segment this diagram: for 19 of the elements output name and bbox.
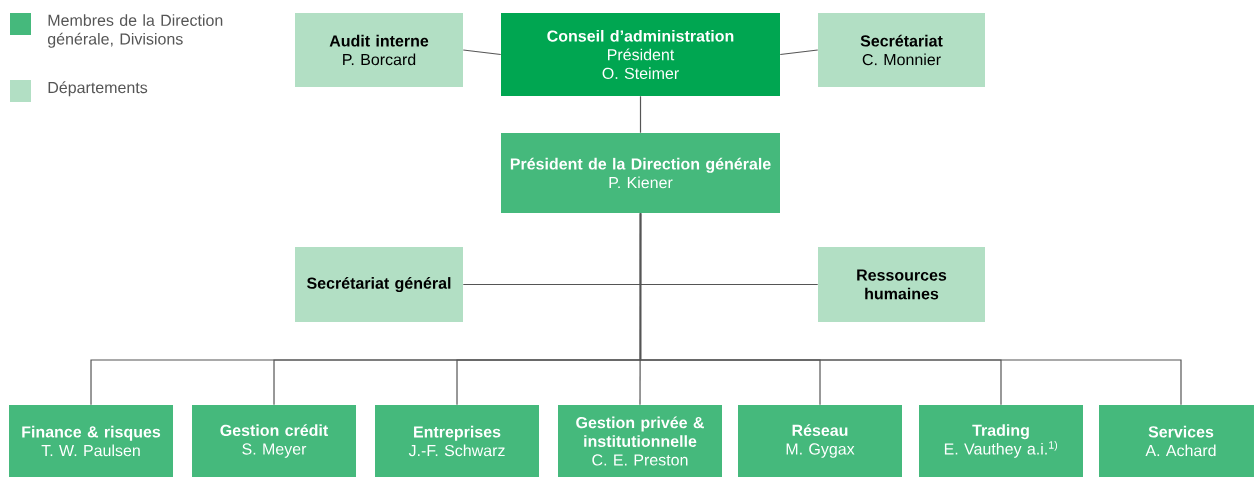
division-box: Président de la Direction générale P. Kiener [501,133,780,213]
board-box: Conseil d’administration Président O. Steimer [501,13,780,96]
connector-line [639,95,642,134]
connector-line [639,212,1182,406]
division-box: Services A. Achard [1099,405,1254,477]
connector-line [462,49,502,56]
department-box: Secrétariat général [295,247,463,322]
division-box: Finance & risques T. W. Paulsen [9,405,173,477]
division-box: Gestion crédit S. Meyer [192,405,356,477]
division-box: Réseau M. Gygax [738,405,902,477]
legend-label: Départements [48,81,148,97]
division-box: Entreprises J.-F. Schwarz [375,405,539,477]
legend-label: Membres de la Direction générale, Divisions [47,14,223,48]
department-box: Audit interne P. Borcard [295,13,463,87]
department-box: Ressources humaines [818,247,985,322]
division-box: Trading E. Vauthey a.i.$^{1)}$ [919,405,1083,477]
division-box: Gestion privée & institutionnelle C. E. Preston [558,405,722,477]
department-box: Secrétariat C. Monnier [818,13,985,87]
connector-line [779,49,819,56]
